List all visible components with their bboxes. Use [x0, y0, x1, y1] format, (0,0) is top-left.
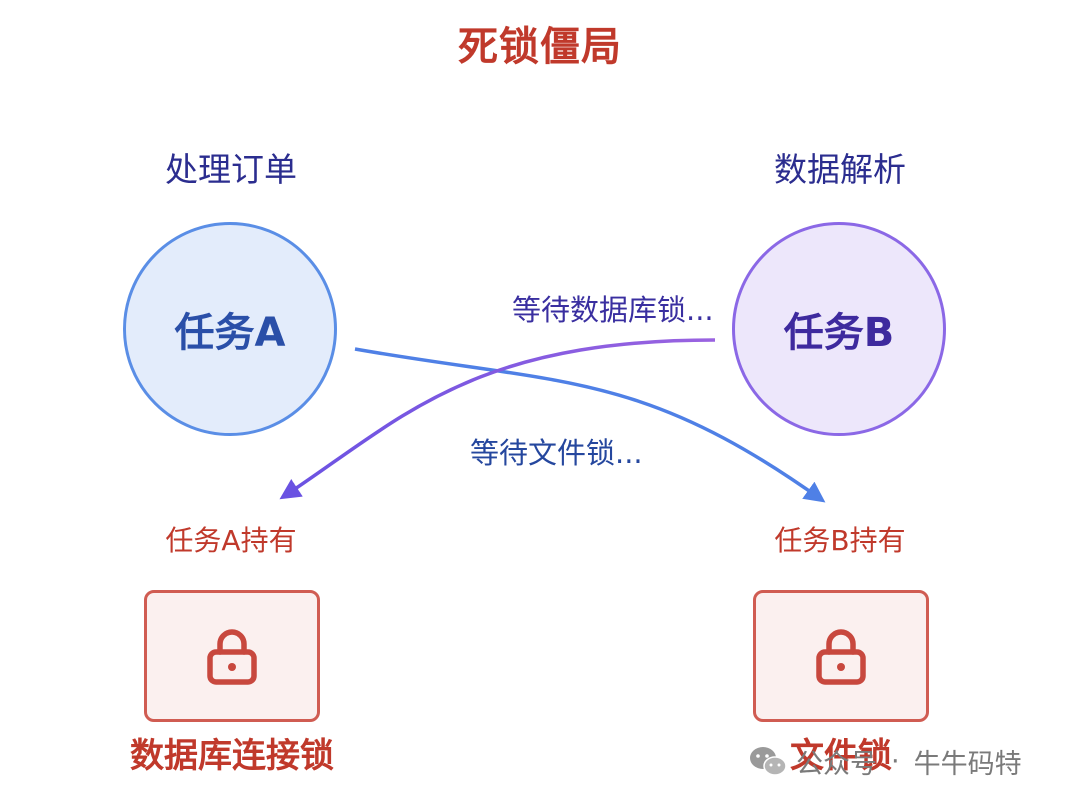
wait-file-lock-label: 等待文件锁... — [470, 436, 643, 470]
task-a-name: 任务A — [174, 310, 286, 356]
lock-icon — [207, 629, 257, 685]
task-a-role-label: 处理订单 — [165, 150, 297, 189]
watermark-separator: · — [891, 746, 900, 777]
wechat-icon — [750, 746, 787, 776]
task-a-holds-label: 任务A持有 — [165, 524, 297, 557]
lock-icon — [816, 629, 866, 685]
task-a-node: 任务A — [123, 222, 337, 436]
db-lock-box — [144, 590, 320, 722]
file-lock-name: 文件锁 — [790, 736, 892, 776]
file-lock-box — [753, 590, 929, 722]
db-lock-name: 数据库连接锁 — [130, 736, 334, 776]
arrow-task-b-to-db-lock — [279, 338, 716, 500]
watermark-account: 牛牛码特 — [913, 749, 1022, 780]
task-b-name: 任务B — [783, 310, 895, 356]
diagram-title: 死锁僵局 — [458, 24, 622, 70]
wait-db-lock-label: 等待数据库锁... — [512, 293, 714, 327]
arrow-task-a-to-file-lock — [354, 347, 826, 503]
watermark: 公众号 · 牛牛码特 — [748, 742, 1022, 781]
watermark-prefix: 公众号 — [796, 749, 877, 780]
task-b-node: 任务B — [732, 222, 946, 436]
task-b-holds-label: 任务B持有 — [774, 524, 906, 557]
task-b-role-label: 数据解析 — [774, 150, 906, 189]
